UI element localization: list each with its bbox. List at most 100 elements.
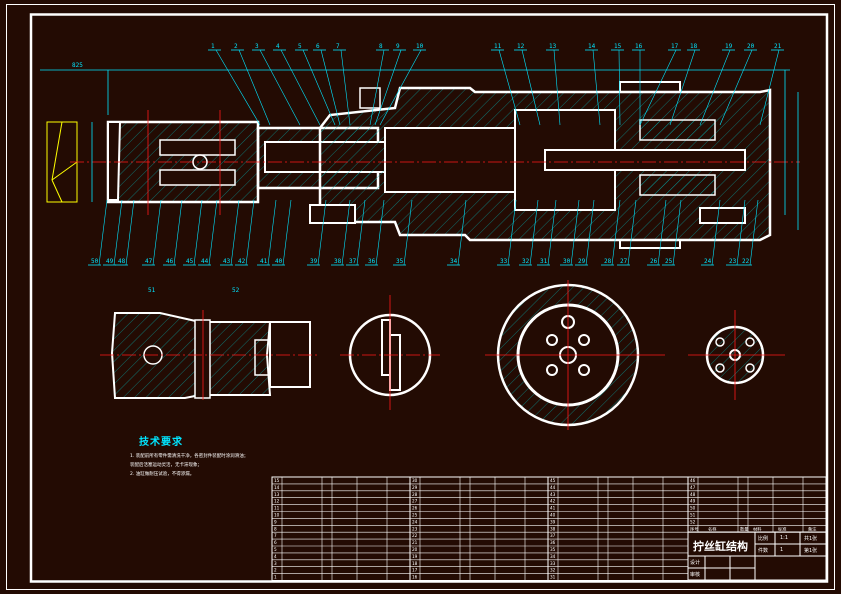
inner-frame	[29, 13, 829, 583]
balloon-label: 24	[704, 258, 712, 265]
parts-table-row-number: 42	[550, 499, 556, 504]
parts-table-row-number: 26	[412, 506, 418, 511]
parts-table-row-number: 31	[550, 575, 556, 580]
main-assembly-section	[70, 81, 800, 249]
balloon-label: 16	[635, 43, 643, 50]
technical-requirements-heading: 技术要求	[139, 437, 183, 448]
leader-line	[238, 49, 271, 126]
parts-table-row-number: 15	[274, 478, 280, 483]
parts-table-row-number: 17	[412, 568, 418, 573]
leader-line	[592, 49, 601, 126]
parts-table-row-number: 45	[550, 478, 556, 483]
parts-table-section	[409, 476, 549, 581]
technical-requirement-item: 装配后活塞运动灵活，无卡滞现象；	[130, 463, 202, 468]
parts-table-row-number: 25	[412, 513, 418, 518]
balloon-label: 8	[379, 43, 383, 50]
balloon-label: 49	[106, 258, 114, 265]
section-view-slotted-disc	[340, 295, 440, 410]
leader-line	[340, 49, 351, 126]
designer-label: 设计	[690, 560, 701, 566]
parts-table-header: 标准	[778, 525, 786, 532]
balloon-label: 4	[276, 43, 280, 50]
parts-table-row-number: 3	[274, 561, 277, 566]
balloon-label: 23	[729, 258, 737, 265]
leader-line	[125, 199, 135, 266]
balloon-label: 42	[238, 258, 246, 265]
balloon-label: 28	[604, 258, 612, 265]
balloon-label: 25	[665, 258, 673, 265]
leader-line	[529, 199, 539, 266]
leader-line	[215, 49, 261, 126]
balloon-label: 48	[118, 258, 126, 265]
leader-line	[585, 199, 595, 266]
balloon-label: 26	[650, 258, 658, 265]
balloon-label: 15	[614, 43, 622, 50]
parts-table-row-number: 13	[274, 492, 280, 497]
leader-line	[669, 49, 696, 126]
reviewer-label: 审核	[690, 572, 701, 578]
parts-table-row-number: 29	[412, 485, 418, 490]
leader-line	[611, 199, 621, 266]
balloon-label: 38	[334, 258, 342, 265]
balloon-label: 13	[549, 43, 557, 50]
balloon-label: 39	[310, 258, 318, 265]
balloon-label: 34	[450, 258, 458, 265]
leader-line	[173, 199, 183, 266]
parts-table-row-number: 44	[550, 485, 556, 490]
parts-table-row-number: 34	[550, 554, 556, 559]
balloon-label: 36	[368, 258, 376, 265]
leader-line	[699, 49, 731, 126]
parts-table-row-number: 18	[412, 561, 418, 566]
parts-table-row-number: 51	[690, 513, 696, 518]
balloon-label: 27	[620, 258, 628, 265]
parts-table-row-number: 8	[274, 526, 277, 531]
leader-line	[627, 199, 637, 266]
balloon-label: 47	[145, 258, 153, 265]
parts-table-row-number: 48	[690, 492, 696, 497]
balloon-label: 21	[774, 43, 782, 50]
parts-table-row-number: 43	[550, 492, 556, 497]
parts-table-row-number: 49	[690, 499, 696, 504]
parts-table-row-number: 10	[274, 513, 280, 518]
leader-line	[618, 49, 621, 126]
leader-line	[113, 199, 123, 266]
leader-line	[403, 199, 413, 266]
balloon-label: 43	[223, 258, 231, 265]
parts-table-row-number: 38	[550, 526, 556, 531]
parts-table-row-number: 19	[412, 554, 418, 559]
leader-line	[657, 199, 667, 266]
parts-table-row-number: 36	[550, 540, 556, 545]
scale-label: 比例	[758, 536, 769, 542]
parts-table-row-number: 23	[412, 526, 418, 531]
balloon-label: 50	[91, 258, 99, 265]
leader-line	[498, 49, 521, 126]
drawing-title: 拧丝缸结构	[693, 540, 748, 553]
parts-table-row-number: 20	[412, 547, 418, 552]
parts-table-row-number: 40	[550, 513, 556, 518]
balloon-label: 20	[747, 43, 755, 50]
balloon-label: 29	[578, 258, 586, 265]
parts-table-row-number: 9	[274, 519, 277, 524]
balloon-label: 40	[275, 258, 283, 265]
balloon-label: 31	[540, 258, 548, 265]
parts-table-row-number: 1	[274, 575, 277, 580]
leader-line	[356, 199, 366, 266]
balloon-label: 10	[416, 43, 424, 50]
parts-list-table: 1234567891011121314151617181920212223242…	[271, 476, 827, 581]
leader-line	[639, 49, 677, 126]
balloon-label: 17	[671, 43, 679, 50]
leader-line	[282, 199, 292, 266]
leader-line	[457, 199, 467, 266]
technical-requirement-item: 2. 油缸做耐压试验，不得渗漏。	[130, 472, 195, 477]
balloon-label: 6	[316, 43, 320, 50]
sheet-total: 共1张	[804, 536, 818, 542]
balloon-label: 18	[690, 43, 698, 50]
balloon-label: 9	[396, 43, 400, 50]
leader-line	[570, 199, 580, 266]
leader-line	[369, 49, 385, 126]
balloon-label: 1	[211, 43, 215, 50]
parts-table-row-number: 21	[412, 540, 418, 545]
balloon-label: 32	[522, 258, 530, 265]
parts-table-row-number: 50	[690, 506, 696, 511]
